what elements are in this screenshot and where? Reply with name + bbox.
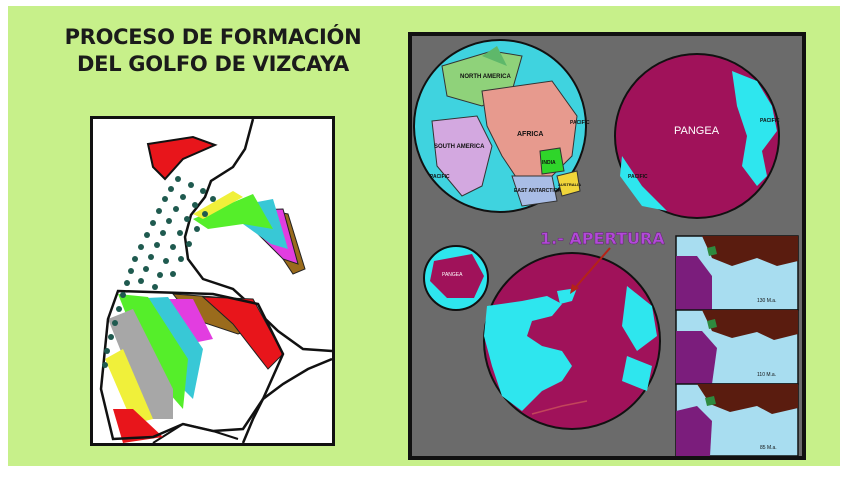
globe-pangea-large <box>614 53 780 219</box>
label-pacific-3: PACIFIC <box>760 118 780 124</box>
label-north-america: NORTH AMERICA <box>460 74 511 80</box>
time-label-1: 130 M.a. <box>757 298 776 304</box>
label-pacific-4: PACIFIC <box>628 174 648 180</box>
strata-iberia-yellow <box>105 349 153 424</box>
label-south-america: SOUTH AMERICA <box>434 144 485 150</box>
label-pacific-2: PACIFIC <box>430 174 450 180</box>
globes-panel: NORTH AMERICA SOUTH AMERICA AFRICA INDIA… <box>408 32 806 460</box>
time-panel-1: 130 M.a. <box>675 235 799 311</box>
iberia-outline <box>99 289 285 441</box>
time-label-2: 110 M.a. <box>757 372 776 378</box>
globes-svg: NORTH AMERICA SOUTH AMERICA AFRICA INDIA… <box>413 39 799 456</box>
label-pangea-large: PANGEA <box>674 125 720 137</box>
label-east-antarctica: EAST ANTARCTICA <box>514 188 561 194</box>
strata-iberia-gray <box>108 309 173 419</box>
slide: PROCESO DE FORMACIÓN DEL GOLFO DE VIZCAY… <box>8 6 840 466</box>
strata-iberia-red-south <box>113 409 163 443</box>
coastline-iberia <box>241 357 332 443</box>
label-australia: AUSTRALIA <box>558 182 581 187</box>
time-panel-2: 110 M.a. <box>675 309 799 385</box>
label-pangea-small: PANGEA <box>442 272 463 278</box>
red-block-north <box>146 135 218 181</box>
globe-apertura <box>483 252 661 430</box>
strata-iberia-red <box>201 296 284 370</box>
strata-france-green <box>193 194 273 229</box>
globe-continents <box>413 39 587 213</box>
apertura-arrow <box>573 247 611 290</box>
time-label-3: 85 M.a. <box>760 445 777 451</box>
time-panel-3: 85 M.a. <box>675 383 799 456</box>
title-line-2: DEL GOLFO DE VIZCAYA <box>77 52 349 76</box>
apertura-label: 1.- APERTURA <box>540 229 665 248</box>
label-india: INDIA <box>542 160 556 166</box>
slide-title: PROCESO DE FORMACIÓN DEL GOLFO DE VIZCAY… <box>58 24 368 78</box>
apertura-arrow-head <box>570 284 579 294</box>
globe-pangea-small <box>423 245 489 311</box>
label-pacific-1: PACIFIC <box>570 120 590 126</box>
title-line-1: PROCESO DE FORMACIÓN <box>64 25 362 49</box>
dot-arcs <box>102 176 216 368</box>
iberia-strata-map <box>90 116 335 446</box>
label-africa: AFRICA <box>517 131 543 138</box>
iberia-map-svg <box>99 119 332 443</box>
coastline <box>183 119 332 353</box>
